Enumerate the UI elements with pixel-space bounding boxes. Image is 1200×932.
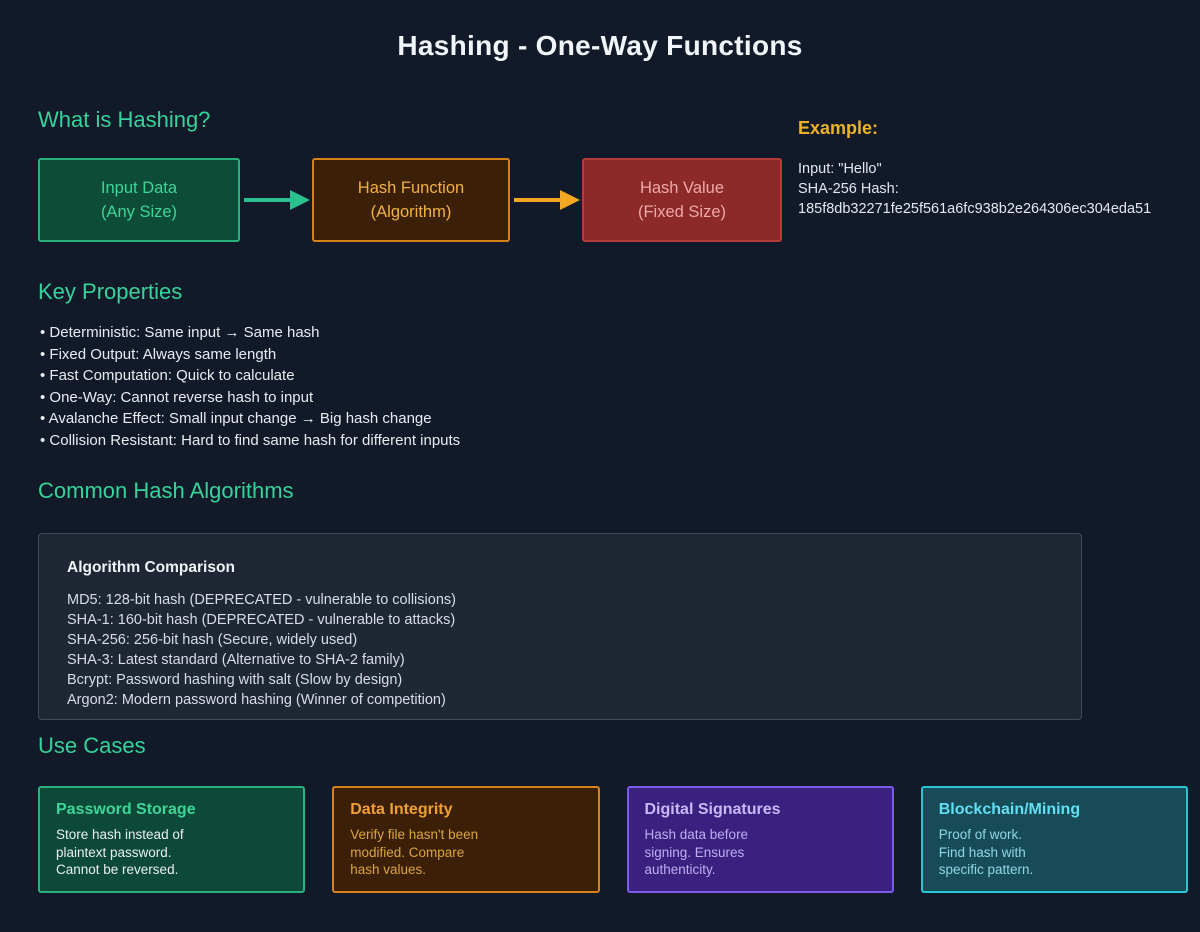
page-title: Hashing - One-Way Functions (397, 30, 803, 61)
card-text-line: Verify file hasn't been (350, 827, 479, 842)
list-item: • Fast Computation: Quick to calculate (40, 367, 295, 384)
card-text-line: modified. Compare (350, 844, 465, 860)
flow-box-line: (Any Size) (100, 203, 178, 221)
flow-box-hash-function: Hash Function (Algorithm) (312, 158, 510, 242)
example-hash-value-line: 185f8db32271fe25f561a6fc938b2e264306ec30… (798, 201, 1152, 217)
card-text-line: Store hash instead of (56, 827, 184, 842)
use-case-card-blockchain-mining: Blockchain/Mining Proof of work. Find ha… (920, 786, 1188, 893)
use-cases-row: Password Storage Store hash instead of p… (38, 786, 1188, 893)
use-case-card-password-storage: Password Storage Store hash instead of p… (38, 786, 306, 893)
card-text-line: hash values. (350, 862, 427, 877)
list-item: SHA-3: Latest standard (Alternative to S… (67, 652, 405, 668)
card-text-line: authenticity. (644, 862, 716, 877)
card-title: Data Integrity (350, 801, 453, 818)
arrow-right-icon (514, 190, 580, 210)
flow-box-hash-value: Hash Value (Fixed Size) (582, 158, 782, 242)
list-item: Bcrypt: Password hashing with salt (Slow… (67, 672, 403, 688)
section-heading-key-properties: Key Properties (38, 279, 183, 304)
flow-box-line: Input Data (100, 179, 178, 197)
use-case-card-data-integrity: Data Integrity Verify file hasn't been m… (332, 786, 600, 893)
example-panel: Example: Input: "Hello" SHA-256 Hash: 18… (798, 118, 1198, 219)
algorithm-comparison-panel: Algorithm Comparison MD5: 128-bit hash (… (38, 533, 1082, 720)
list-item: SHA-1: 160-bit hash (DEPRECATED - vulner… (67, 612, 456, 628)
section-heading-common-hash-algorithms: Common Hash Algorithms (38, 478, 294, 503)
list-item: SHA-256: 256-bit hash (Secure, widely us… (67, 632, 358, 648)
flow-box-line: Hash Function (357, 179, 465, 197)
list-item: • Fixed Output: Always same length (40, 345, 277, 363)
key-properties-list: • Deterministic: Same input → Same hash … (40, 322, 460, 451)
card-title: Password Storage (56, 801, 196, 818)
card-text-line: signing. Ensures (644, 844, 745, 860)
flow-box-line: (Algorithm) (370, 203, 452, 221)
card-text-line: Find hash with (938, 844, 1026, 860)
list-item: • Avalanche Effect: Small input change →… (40, 410, 432, 427)
flow-box-line: Hash Value (639, 179, 725, 197)
algorithm-comparison-title: Algorithm Comparison (67, 559, 235, 576)
arrow-right-icon (244, 190, 310, 210)
card-title: Digital Signatures (644, 801, 781, 818)
card-text-line: Hash data before (644, 827, 749, 842)
card-title: Blockchain/Mining (938, 801, 1081, 818)
list-item: Argon2: Modern password hashing (Winner … (67, 692, 446, 708)
example-input-line: Input: "Hello" (798, 161, 882, 177)
card-text-line: Proof of work. (938, 827, 1023, 842)
section-heading-what-is-hashing: What is Hashing? (38, 107, 211, 132)
example-hash-label-line: SHA-256 Hash: (798, 181, 899, 197)
list-item: • Collision Resistant: Hard to find same… (40, 431, 461, 449)
section-heading-use-cases: Use Cases (38, 733, 146, 758)
list-item: • One-Way: Cannot reverse hash to input (40, 388, 314, 406)
example-heading: Example: (798, 118, 879, 138)
list-item: • Deterministic: Same input → Same hash (40, 324, 320, 341)
card-text-line: Cannot be reversed. (56, 862, 179, 877)
hash-flow-diagram: Input Data (Any Size) Hash Function (Alg… (38, 158, 782, 242)
flow-box-line: (Fixed Size) (637, 203, 727, 221)
use-case-card-digital-signatures: Digital Signatures Hash data before sign… (626, 786, 894, 893)
card-text-line: specific pattern. (938, 862, 1034, 877)
card-text-line: plaintext password. (56, 844, 172, 860)
flow-box-input-data: Input Data (Any Size) (38, 158, 240, 242)
list-item: MD5: 128-bit hash (DEPRECATED - vulnerab… (67, 592, 456, 608)
